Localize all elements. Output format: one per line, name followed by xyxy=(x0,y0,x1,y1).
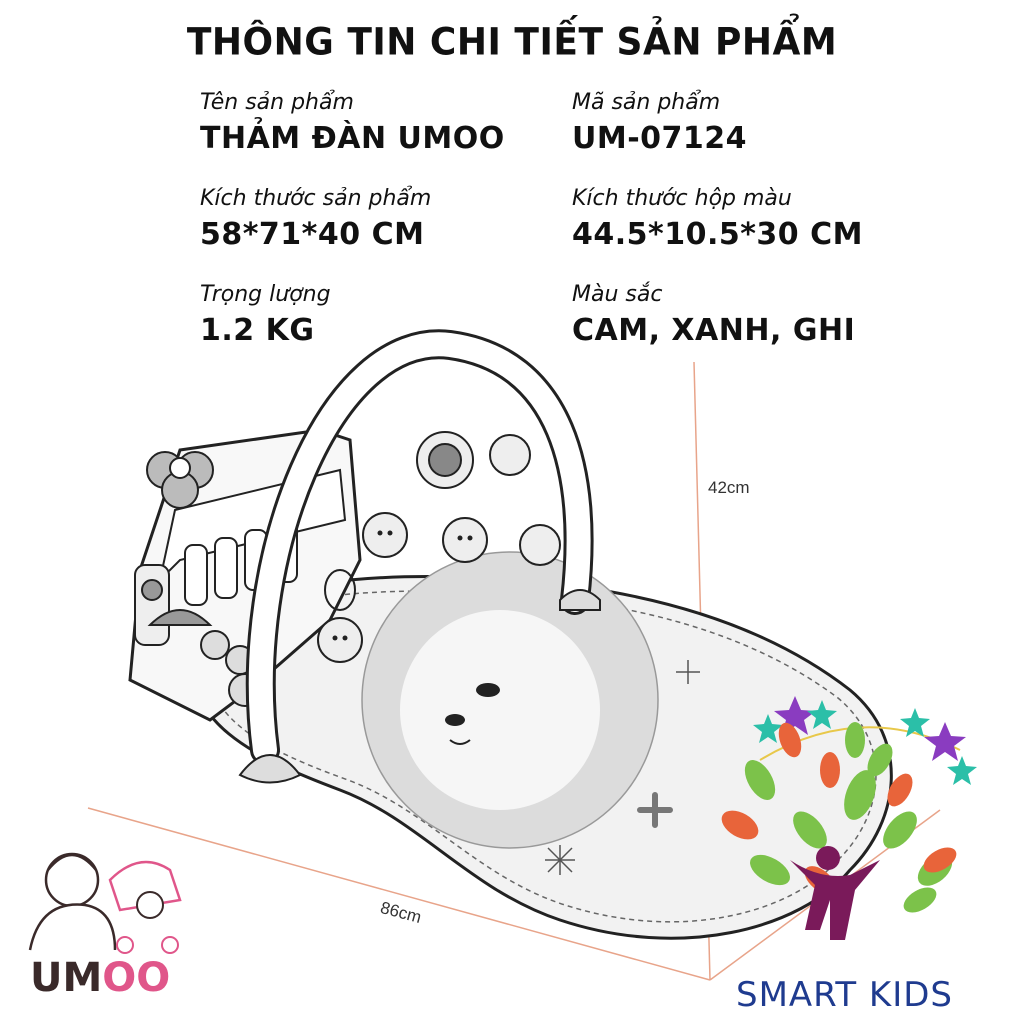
play-mat xyxy=(192,551,893,940)
spec-weight-label: Trọng lượng xyxy=(200,282,331,307)
smart-kids-logo xyxy=(721,696,977,940)
spec-color-value: CAM, XANH, GHI xyxy=(572,313,856,348)
umoo-brand-um: UM xyxy=(30,955,103,1001)
mat-eye-icon xyxy=(476,683,500,697)
spec-box-value: 44.5*10.5*30 CM xyxy=(572,217,863,252)
spec-code-value: UM-07124 xyxy=(572,121,748,156)
flower-icon xyxy=(146,451,214,509)
height-dimension-label: 42cm xyxy=(708,478,750,497)
smart-kids-brand-text: SMART KIDS xyxy=(736,975,953,1015)
spec-weight: Trọng lượng 1.2 KG xyxy=(200,282,331,348)
umoo-brand-oo: OO xyxy=(102,955,171,1001)
plus-icon xyxy=(637,792,673,828)
spec-code-label: Mã sản phẩm xyxy=(572,90,721,115)
spec-size-label: Kích thước sản phẩm xyxy=(200,186,432,211)
spec-weight-value: 1.2 KG xyxy=(200,313,315,348)
spec-code: Mã sản phẩm UM-07124 xyxy=(572,90,747,156)
toy-arch xyxy=(238,329,601,784)
spec-box-label: Kích thước hộp màu xyxy=(572,186,792,211)
spec-name-value: THẢM ĐÀN UMOO xyxy=(200,121,505,156)
spec-name-label: Tên sản phẩm xyxy=(200,90,354,115)
spec-box: Kích thước hộp màu 44.5*10.5*30 CM xyxy=(572,186,863,252)
star-icon xyxy=(774,696,966,761)
spec-size: Kích thước sản phẩm 58*71*40 CM xyxy=(200,186,431,252)
umoo-brand-text: UMOO xyxy=(30,955,170,1001)
umoo-logo xyxy=(28,852,182,954)
spec-color-label: Màu sắc xyxy=(572,282,663,307)
spec-color: Màu sắc CAM, XANH, GHI xyxy=(572,282,855,348)
spec-name: Tên sản phẩm THẢM ĐÀN UMOO xyxy=(200,90,505,156)
page-title: THÔNG TIN CHI TIẾT SẢN PHẨM xyxy=(186,20,838,65)
spec-size-value: 58*71*40 CM xyxy=(200,217,425,252)
